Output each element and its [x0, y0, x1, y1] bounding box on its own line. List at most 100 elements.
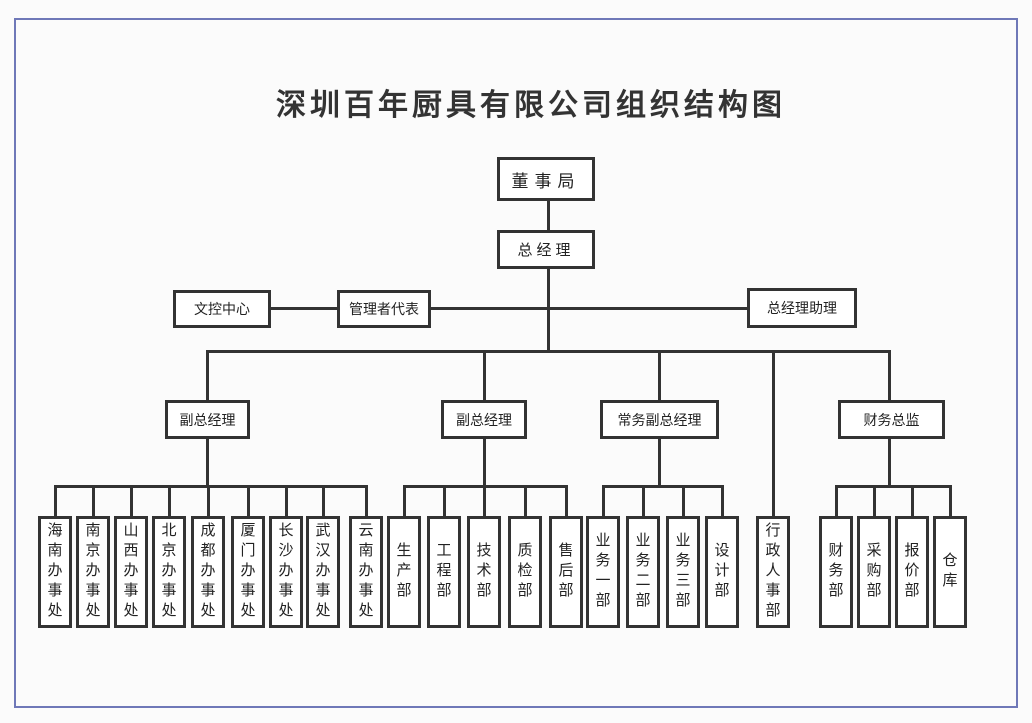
connector-line: [364, 486, 368, 516]
business-department-box: 业务一部: [586, 516, 620, 628]
connector-line: [205, 351, 209, 400]
office-box-label: 成都办事处: [198, 522, 217, 622]
level2-box-label: 财务总监: [863, 412, 920, 429]
connector-line: [872, 486, 876, 516]
connector-line: [482, 438, 486, 486]
office-box: 厦门办事处: [231, 516, 265, 628]
connector-line: [546, 268, 550, 351]
business-department-box-label: 设计部: [712, 542, 731, 602]
connector-line: [129, 486, 133, 516]
management-rep-box-label: 管理者代表: [349, 302, 419, 318]
connector-line: [948, 486, 952, 516]
office-box-label: 武汉办事处: [313, 522, 332, 622]
finance-department-box-label: 报价部: [902, 542, 921, 602]
connector-line: [428, 306, 749, 310]
connector-line: [284, 486, 288, 516]
level2-box: 财务总监: [838, 400, 945, 439]
level2-box: 副总经理: [165, 400, 250, 439]
office-box: 成都办事处: [191, 516, 225, 628]
connector-line: [887, 438, 891, 486]
connector-line: [53, 484, 368, 488]
document-control-box-label: 文控中心: [194, 302, 250, 318]
office-box-label: 南京办事处: [83, 522, 102, 622]
connector-line: [53, 486, 57, 516]
department-box-label: 质检部: [515, 542, 534, 602]
office-box-label: 海南办事处: [45, 522, 64, 622]
connector-line: [834, 484, 952, 488]
connector-line: [167, 486, 171, 516]
connector-line: [771, 351, 775, 516]
board-box-label: 董事局: [511, 171, 581, 192]
office-box: 北京办事处: [152, 516, 186, 628]
office-box: 海南办事处: [38, 516, 72, 628]
gm-assistant-box-label: 总经理助理: [767, 301, 837, 317]
document-control-box: 文控中心: [173, 290, 271, 328]
connector-line: [206, 486, 210, 516]
office-box-label: 云南办事处: [356, 522, 375, 622]
connector-line: [91, 486, 95, 516]
board-box: 董事局: [497, 157, 595, 201]
business-department-box-label: 业务二部: [633, 532, 652, 612]
office-box: 南京办事处: [76, 516, 110, 628]
office-box-label: 长沙办事处: [276, 522, 295, 622]
office-box: 云南办事处: [349, 516, 383, 628]
department-box: 技术部: [467, 516, 501, 628]
connector-line: [887, 351, 891, 400]
finance-department-box-label: 财务部: [826, 542, 845, 602]
business-department-box: 设计部: [705, 516, 739, 628]
business-department-box-label: 业务三部: [673, 532, 692, 612]
business-department-box: 业务三部: [666, 516, 700, 628]
department-box-label: 售后部: [556, 542, 575, 602]
office-box: 武汉办事处: [306, 516, 340, 628]
page-border: [14, 18, 1018, 708]
connector-line: [601, 486, 605, 516]
level2-box-label: 副总经理: [456, 412, 512, 429]
connector-line: [720, 486, 724, 516]
connector-line: [205, 438, 209, 486]
connector-line: [482, 486, 486, 516]
office-box-label: 北京办事处: [159, 522, 178, 622]
connector-line: [657, 351, 661, 400]
department-box-label: 技术部: [474, 542, 493, 602]
department-box: 工程部: [427, 516, 461, 628]
general-manager-box: 总经理: [497, 230, 595, 269]
finance-department-box-label: 仓库: [940, 552, 959, 592]
connector-line: [482, 351, 486, 400]
admin-hr-box-label: 行政人事部: [763, 522, 782, 622]
connector-line: [268, 306, 339, 310]
office-box-label: 厦门办事处: [238, 522, 257, 622]
connector-line: [601, 484, 724, 488]
connector-line: [564, 486, 568, 516]
department-box-label: 生产部: [394, 542, 413, 602]
connector-line: [442, 486, 446, 516]
department-box: 质检部: [508, 516, 542, 628]
connector-line: [205, 349, 891, 353]
connector-line: [910, 486, 914, 516]
connector-line: [681, 486, 685, 516]
level2-box-label: 常务副总经理: [617, 412, 702, 429]
connector-line: [246, 486, 250, 516]
finance-department-box: 财务部: [819, 516, 853, 628]
management-rep-box: 管理者代表: [337, 290, 431, 328]
connector-line: [321, 486, 325, 516]
finance-department-box: 报价部: [895, 516, 929, 628]
business-department-box-label: 业务一部: [593, 532, 612, 612]
connector-line: [402, 486, 406, 516]
department-box-label: 工程部: [434, 542, 453, 602]
connector-line: [546, 200, 550, 230]
office-box: 山西办事处: [114, 516, 148, 628]
admin-hr-box: 行政人事部: [756, 516, 790, 628]
finance-department-box: 采购部: [857, 516, 891, 628]
office-box: 长沙办事处: [269, 516, 303, 628]
level2-box-label: 副总经理: [179, 412, 236, 429]
chart-title: 深圳百年厨具有限公司组织结构图: [276, 88, 786, 123]
department-box: 售后部: [549, 516, 583, 628]
finance-department-box: 仓库: [933, 516, 967, 628]
finance-department-box-label: 采购部: [864, 542, 883, 602]
general-manager-box-label: 总经理: [517, 241, 575, 259]
office-box-label: 山西办事处: [121, 522, 140, 622]
connector-line: [657, 438, 661, 486]
gm-assistant-box: 总经理助理: [747, 288, 857, 328]
department-box: 生产部: [387, 516, 421, 628]
level2-box: 副总经理: [441, 400, 527, 439]
